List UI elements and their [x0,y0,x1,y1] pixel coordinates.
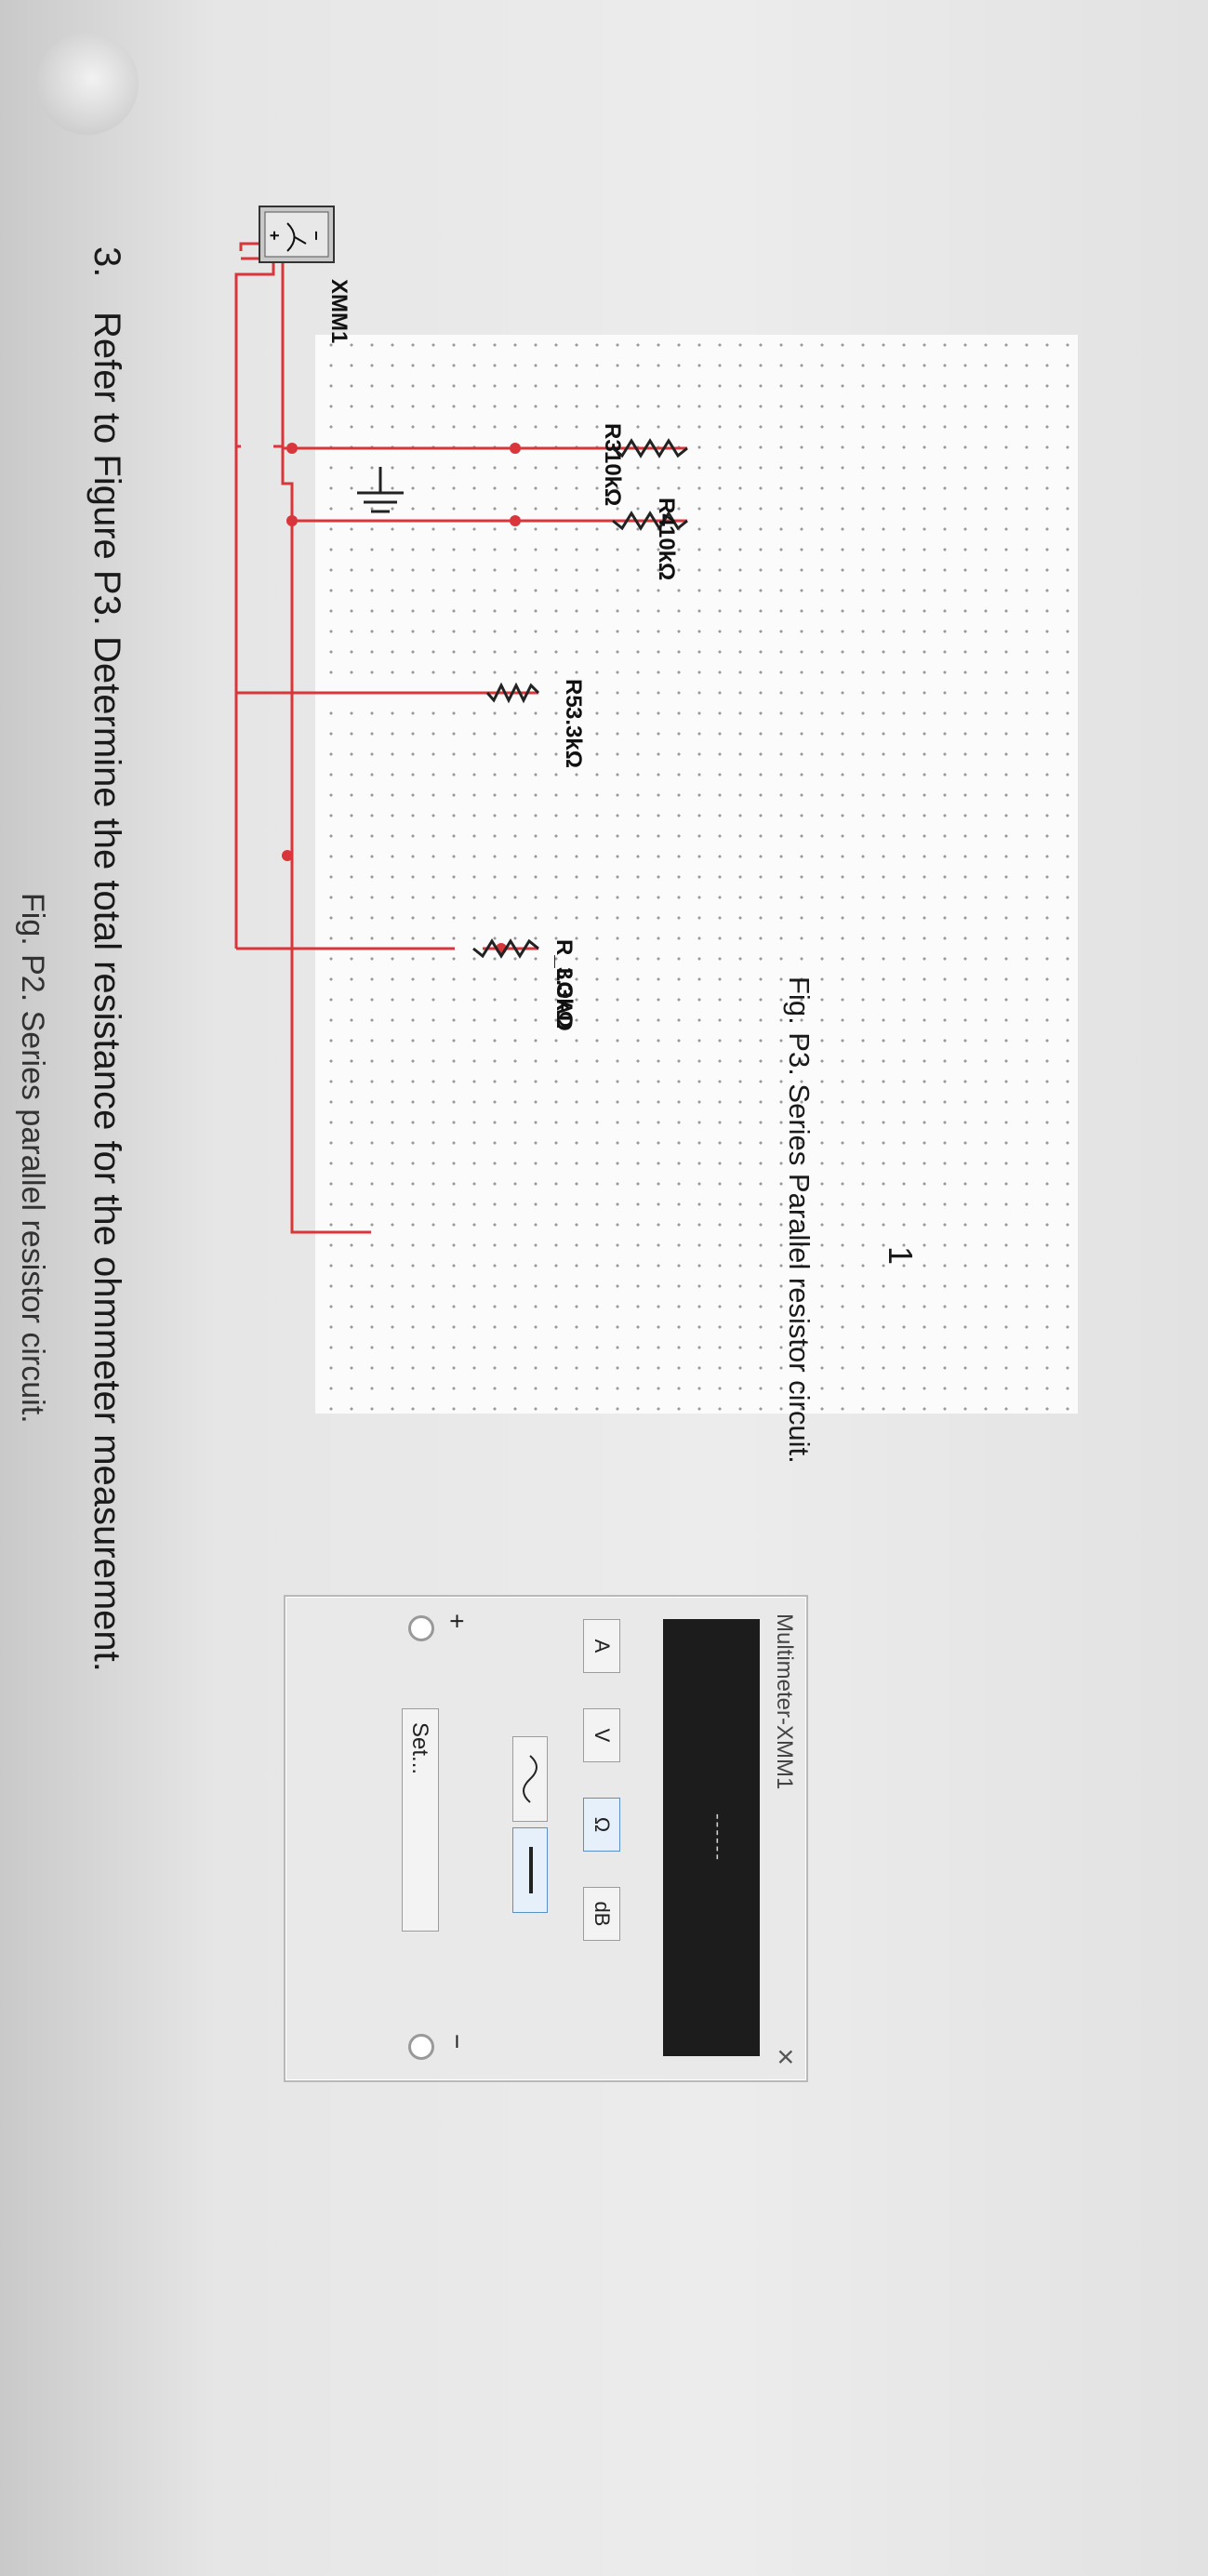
dc-line-icon [529,1847,533,1893]
junction-dot [286,443,298,454]
mode-button-volts[interactable]: V [583,1708,620,1762]
rload-ref: R_LOAD [551,939,577,1031]
display-reading: ------ [708,1813,728,1862]
svg-text:−: − [307,231,325,241]
r3-zigzag [612,438,688,458]
ac-mode-button[interactable] [512,1736,548,1822]
set-button[interactable]: Set... [402,1708,439,1932]
junction-dot [510,515,521,526]
r5-ref: R5 [561,679,586,708]
close-icon[interactable]: × [769,2048,803,2065]
multimeter-display: ------ [663,1619,760,2056]
dc-mode-button[interactable] [512,1827,548,1913]
junction-dot [510,443,521,454]
multimeter-title: Multimeter-XMM1 [772,1613,797,1790]
instrument-label: XMM1 [326,279,352,343]
r5-zigzag [485,682,540,704]
negative-terminal[interactable] [408,2034,434,2060]
r5-value: 3.3kΩ [561,707,586,768]
wire [234,242,275,949]
mode-button-db[interactable]: dB [583,1887,620,1941]
circuit-wires [234,242,687,1234]
r3-value: 10kΩ [600,451,625,506]
junction-dot [282,850,293,861]
r4-ref: R4 [654,498,679,526]
r4-zigzag [612,511,688,531]
mode-button-ohms[interactable]: Ω [583,1798,620,1852]
page-number: 1 [882,1246,920,1266]
multimeter-symbol: + − [259,206,335,263]
svg-text:+: + [265,231,284,241]
junction-dot [286,515,298,526]
r3-ref: R3 [600,423,625,452]
sine-wave-icon [523,1755,538,1803]
ground-symbol [357,467,404,513]
positive-terminal-label: + [443,1613,471,1629]
positive-terminal[interactable] [408,1615,434,1641]
rload-zigzag [472,938,539,959]
rload-value: 3.3kΩ [551,967,577,1029]
mode-button-amps[interactable]: A [583,1619,620,1673]
resistor-zigzags [472,438,688,959]
negative-terminal-label: − [443,2034,471,2050]
multimeter-window: Multimeter-XMM1 × ------ A V Ω dB + − Se… [284,1595,808,2082]
wire [241,257,371,1234]
r4-value: 10kΩ [654,525,679,580]
figure-caption: Fig. P3. Series Parallel resistor circui… [783,976,816,1464]
